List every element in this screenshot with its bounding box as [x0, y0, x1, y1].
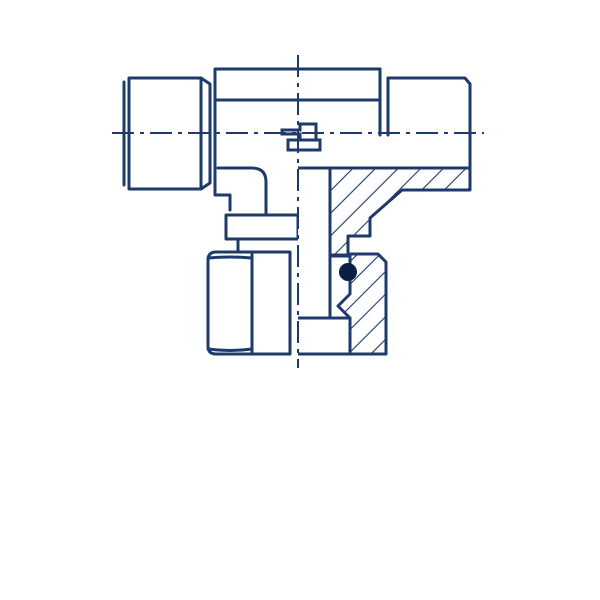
inner-bore	[298, 166, 352, 356]
collar	[224, 213, 300, 254]
retaining-clip	[280, 122, 322, 152]
body-section-hatch	[328, 166, 472, 257]
section-cut	[298, 166, 472, 356]
swivel-nut	[206, 250, 292, 356]
o-ring-seal	[339, 263, 357, 281]
centre-lines	[112, 55, 484, 368]
